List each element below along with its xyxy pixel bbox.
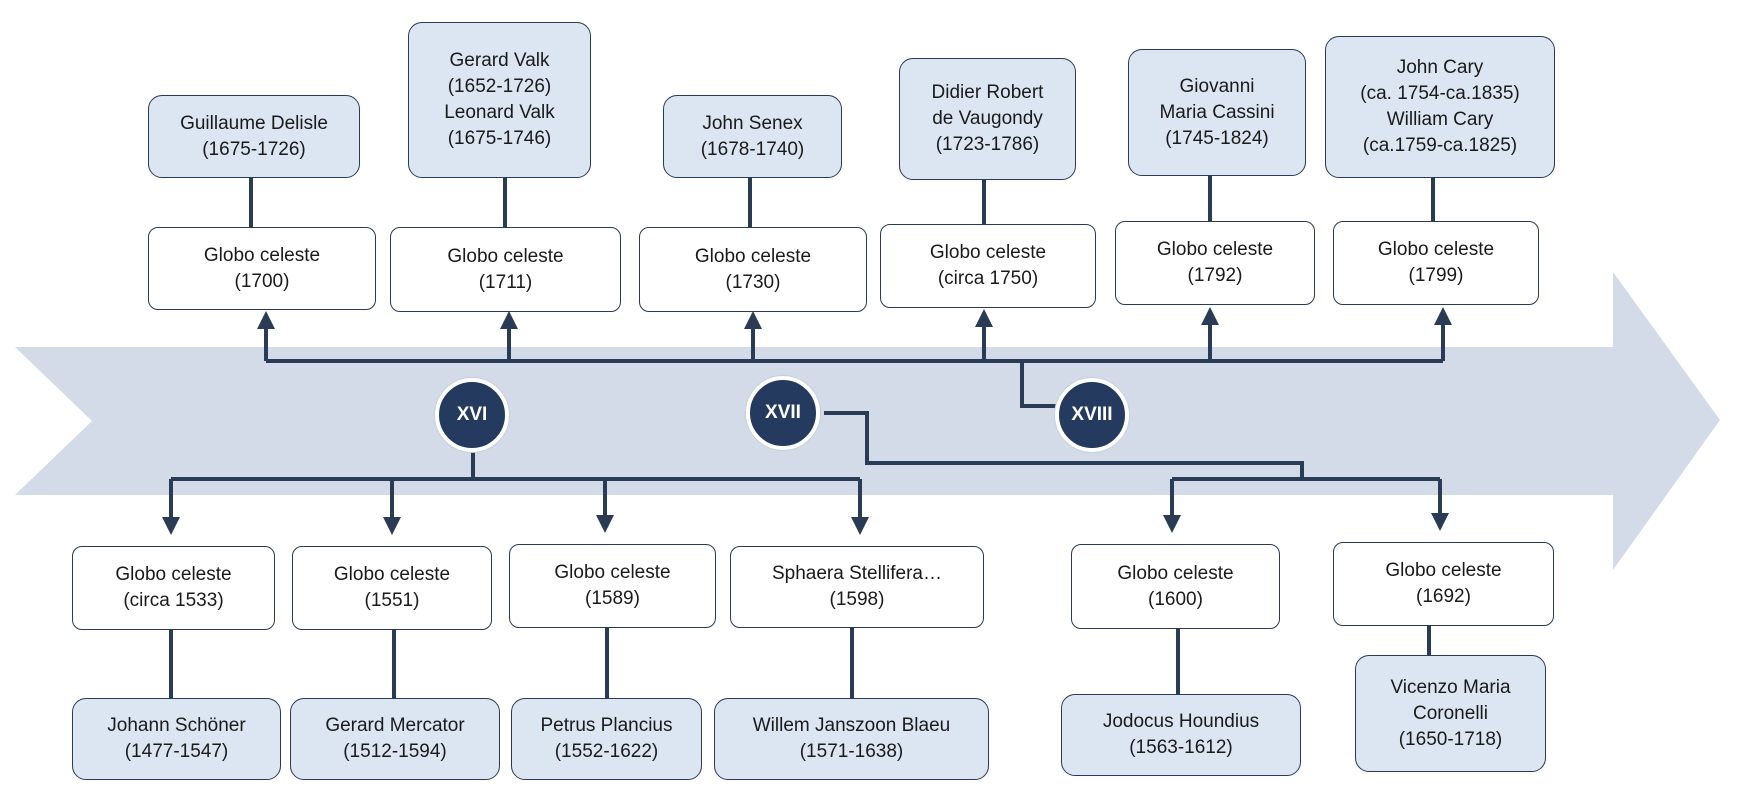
maker-dates: (1477-1547) (124, 741, 229, 762)
globe-box-1799: Globo celeste (1799) (1333, 221, 1539, 305)
globe-date: (1692) (1416, 586, 1471, 607)
globe-title: Globo celeste (929, 242, 1047, 263)
globe-title: Globo celeste (1117, 562, 1234, 584)
maker-box-senex: John Senex (1678-1740) (663, 95, 842, 178)
globe-title: Globo celeste (447, 245, 564, 267)
globe-date: (1711) (478, 271, 533, 293)
globe-box-1730: Globo celeste (1730) (639, 227, 867, 312)
maker-dates: (1512-1594) (343, 741, 447, 762)
maker-dates: (1563-1612) (1129, 737, 1233, 758)
maker-dates: (1723-1786) (935, 134, 1040, 155)
globe-title: Globo celeste (1385, 560, 1502, 581)
maker-dates: (1552-1622) (554, 741, 659, 762)
maker-box-cary: John Cary (ca. 1754-ca.1835) William Car… (1325, 36, 1555, 178)
globe-title: Globo celeste (203, 244, 321, 266)
globe-date: (1598) (829, 589, 885, 610)
maker-dates: (1745-1824) (1165, 127, 1269, 149)
globe-box-1551: Globo celeste (1551) (292, 546, 492, 630)
century-circle-xvi: XVI (435, 378, 509, 452)
globe-date: (1730) (725, 271, 781, 293)
maker-line: Didier Robert (931, 82, 1044, 103)
globe-box-1600: Globo celeste (1600) (1071, 544, 1280, 629)
globe-date: (1700) (234, 270, 290, 292)
globe-box-1700: Globo celeste (1700) (148, 227, 376, 310)
maker-line: Leonard Valk (444, 102, 555, 123)
century-circle-xviii: XVIII (1055, 378, 1129, 452)
maker-line: Gerard Mercator (325, 715, 465, 736)
maker-dates: (1675-1726) (202, 138, 306, 160)
maker-box-vaugondy: Didier Robert de Vaugondy (1723-1786) (899, 58, 1076, 180)
globe-title: Globo celeste (1156, 239, 1274, 260)
globe-date: (circa 1533) (123, 590, 224, 611)
globe-date: (1799) (1408, 265, 1464, 286)
globe-box-1589: Globo celeste (1589) (509, 544, 716, 628)
maker-line: Giovanni (1179, 75, 1255, 97)
globe-date: (circa 1750) (937, 268, 1039, 289)
maker-line: Gerard Valk (449, 50, 550, 71)
maker-line: de Vaugondy (932, 108, 1043, 129)
xvii-link (824, 411, 1304, 479)
maker-dates: (1675-1746) (447, 128, 552, 149)
globe-box-1750: Globo celeste (circa 1750) (880, 224, 1096, 308)
globe-box-1598: Sphaera Stellifera… (1598) (730, 546, 984, 628)
globe-date: (1792) (1187, 265, 1243, 286)
maker-line: Coronelli (1413, 702, 1488, 724)
maker-dates: (1678-1740) (700, 138, 805, 160)
maker-line: John Senex (702, 112, 803, 134)
maker-line: William Cary (1386, 109, 1494, 130)
maker-line: Willem Janszoon Blaeu (752, 715, 951, 736)
globe-date: (1589) (585, 588, 640, 609)
maker-box-valk: Gerard Valk (1652-1726) Leonard Valk (16… (408, 22, 591, 178)
maker-line: Petrus Plancius (540, 715, 673, 736)
maker-box-blaeu: Willem Janszoon Blaeu (1571-1638) (714, 698, 989, 780)
globe-title: Sphaera Stellifera… (771, 563, 943, 584)
maker-dates: (1650-1718) (1398, 728, 1503, 750)
maker-box-mercator: Gerard Mercator (1512-1594) (290, 698, 500, 780)
maker-line: Guillaume Delisle (180, 112, 328, 134)
globe-box-1692: Globo celeste (1692) (1333, 542, 1554, 626)
maker-box-cassini: Giovanni Maria Cassini (1745-1824) (1128, 49, 1306, 176)
maker-box-delisle: Guillaume Delisle (1675-1726) (148, 95, 360, 178)
maker-box-schoner: Johann Schöner (1477-1547) (72, 698, 281, 780)
globe-box-1711: Globo celeste (1711) (390, 227, 621, 312)
maker-line: John Cary (1396, 57, 1484, 78)
maker-line: Jodocus Houndius (1102, 711, 1260, 732)
maker-line: Johann Schöner (107, 715, 246, 736)
globe-title: Globo celeste (1377, 239, 1495, 260)
maker-line: Vicenzo Maria (1390, 676, 1511, 698)
xviii-link (1020, 361, 1060, 408)
globe-date: (1600) (1148, 588, 1203, 610)
maker-box-coronelli: Vicenzo Maria Coronelli (1650-1718) (1355, 655, 1546, 772)
century-circle-xvii: XVII (746, 376, 820, 450)
maker-dates: (ca.1759-ca.1825) (1362, 135, 1518, 156)
maker-dates: (1571-1638) (799, 741, 904, 762)
globe-title: Globo celeste (694, 245, 812, 267)
globe-date: (1551) (364, 590, 420, 611)
maker-dates: (1652-1726) (447, 76, 552, 97)
maker-box-plancius: Petrus Plancius (1552-1622) (511, 698, 702, 780)
globe-title: Globo celeste (554, 562, 671, 583)
globe-title: Globo celeste (333, 564, 451, 585)
globe-box-1792: Globo celeste (1792) (1115, 221, 1315, 305)
maker-dates: (ca. 1754-ca.1835) (1360, 83, 1520, 104)
maker-box-houndius: Jodocus Houndius (1563-1612) (1061, 694, 1301, 776)
globe-title: Globo celeste (115, 564, 232, 585)
globe-box-1533: Globo celeste (circa 1533) (72, 546, 275, 630)
maker-line: Maria Cassini (1159, 101, 1275, 123)
